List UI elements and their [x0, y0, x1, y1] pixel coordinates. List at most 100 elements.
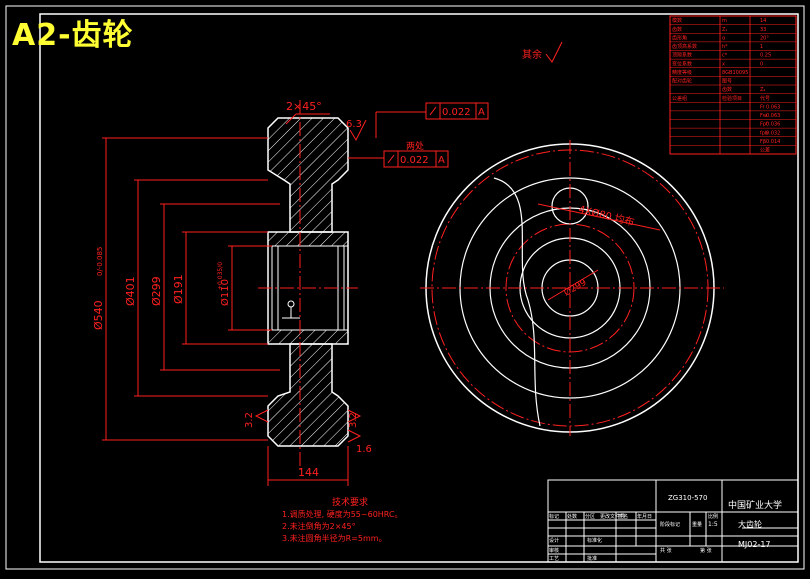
param-cell: c*: [722, 53, 728, 59]
param-cell: 齿顶高系数: [672, 43, 697, 50]
param-cell: 齿数: [722, 86, 732, 93]
param-cell: 配对齿轮: [672, 78, 692, 85]
drawing-title: A2-齿轮: [12, 18, 134, 53]
title-block-label: 更改文件号: [600, 513, 625, 520]
holes-note: 4XØ80 均布: [577, 203, 635, 228]
tol2-datum: A: [438, 155, 445, 166]
title-block: [547, 479, 799, 563]
tolerance-frame-2: 0.022 A 两处: [348, 140, 449, 168]
dim-d1: Ø540: [92, 300, 105, 330]
param-cell: 检验项目: [722, 95, 742, 102]
param-cell: 0: [760, 61, 763, 67]
datum-point: [287, 300, 295, 308]
param-cell: x: [722, 61, 725, 67]
param-cell: 代号: [760, 95, 770, 102]
tech-requirements: 技术要求 1.调质处理, 硬度为55~60HRC。 2.未注倒角为2×45° 3…: [282, 496, 403, 543]
tol1-value: 0.022: [442, 107, 471, 118]
param-cell: 14: [760, 18, 766, 24]
width-dimension: [267, 446, 349, 486]
param-cell: m: [722, 18, 727, 24]
chamfer-note: 2×45°: [286, 100, 322, 113]
dim-width: 144: [298, 466, 319, 479]
title-block-label: 处数: [567, 513, 577, 520]
title-block-label: 工艺: [549, 556, 559, 562]
param-cell: Fr: [760, 104, 766, 110]
hub-dim: Ø299: [562, 277, 589, 299]
param-cell: Fβ: [760, 139, 766, 145]
param-tol-value: 0.036: [766, 122, 780, 128]
param-cell: 1: [760, 44, 763, 50]
param-cell: 齿形角: [672, 34, 687, 41]
dim-d3: Ø299: [150, 276, 163, 306]
title-block-label: 设计: [549, 537, 559, 544]
title-block-labels: 标记处数分区更改文件号签名年月日设计标准化阶段标记重量比例审核工艺批准共 张第 …: [549, 513, 718, 562]
dim-d4: Ø191: [172, 274, 185, 304]
title-block-label: 分区: [585, 513, 595, 520]
param-cell: Z₂: [760, 87, 765, 93]
param-cell: 图号: [722, 79, 732, 85]
param-cell: Fpt: [760, 122, 768, 128]
title-block-label: 标准化: [587, 537, 602, 544]
hub-top-hatch: [267, 231, 349, 247]
diameter-dimensions: [102, 137, 280, 441]
param-cell: fpb: [760, 130, 768, 136]
param-cell: α: [722, 35, 726, 41]
tol1-datum: A: [478, 107, 485, 118]
roughness-left: 3.2: [244, 412, 255, 428]
front-view: 4XØ80 均布 Ø299: [420, 140, 724, 436]
break-line: [493, 177, 541, 427]
tech-heading: 技术要求: [332, 496, 368, 508]
param-tol-value: 0.063: [766, 113, 780, 119]
rim-bottom-section: [267, 343, 349, 447]
param-cell: 公差组: [672, 95, 687, 102]
param-cell: 齿数: [672, 26, 682, 33]
title-block-label: 重量: [692, 521, 702, 528]
param-cell: Fw: [760, 113, 767, 119]
param-cell: 0.25: [760, 53, 771, 59]
title-block-label: 第 张: [700, 547, 712, 554]
tolerance-frame-1: 0.022 A: [375, 102, 489, 138]
param-cell: 顶隙系数: [672, 52, 692, 59]
title-block-label: 签名: [618, 513, 628, 520]
roughness-top-symbol: [349, 119, 367, 142]
two-places-note: 两处: [406, 140, 424, 152]
param-cell: 8GB10095: [722, 70, 748, 76]
title-drawing-no: MJ02-17: [738, 540, 771, 549]
section-view: [258, 100, 358, 470]
title-block-label: 年月日: [637, 513, 652, 520]
inner-frame: [39, 13, 799, 563]
param-cell: 模数: [672, 17, 682, 24]
tech-line-1: 1.调质处理, 硬度为55~60HRC。: [282, 509, 403, 519]
title-material: ZG310-570: [668, 494, 707, 502]
param-cell: Z₁: [722, 27, 727, 33]
tol2-value: 0.022: [400, 155, 429, 166]
param-tol-value: 0.063: [766, 104, 780, 110]
other-roughness-symbol: [545, 41, 563, 63]
title-block-label: 审核: [549, 547, 559, 554]
roughness-top: 6.3: [346, 119, 362, 130]
hub-bottom-hatch: [267, 329, 349, 345]
roughness-bottom: 3.2: [348, 412, 359, 428]
param-tol-value: 0.014: [766, 139, 780, 145]
title-scale: 1:5: [708, 521, 718, 528]
param-cell: 20°: [760, 35, 769, 41]
param-cell: 33: [760, 27, 766, 33]
param-cell: 公差: [760, 147, 770, 154]
param-cell: 精度等级: [672, 69, 692, 76]
dim-d2: Ø401: [124, 276, 137, 306]
dim-d5-tol: +0.035/0: [217, 262, 224, 290]
tech-line-2: 2.未注倒角为2×45°: [282, 521, 356, 531]
other-roughness-label: 其余: [522, 48, 542, 61]
tech-line-3: 3.未注圆角半径为R=5mm。: [282, 533, 387, 543]
title-school: 中国矿业大学: [728, 499, 782, 511]
title-block-label: 共 张: [660, 547, 672, 554]
title-part: 大齿轮: [738, 519, 762, 529]
rim-top-section: [267, 117, 349, 233]
title-block-label: 批准: [587, 555, 597, 562]
title-block-label: 比例: [708, 513, 718, 520]
roughness-bottom2: 1.6: [356, 444, 372, 455]
dim-d1-tol: 0/-0.085: [96, 247, 104, 276]
